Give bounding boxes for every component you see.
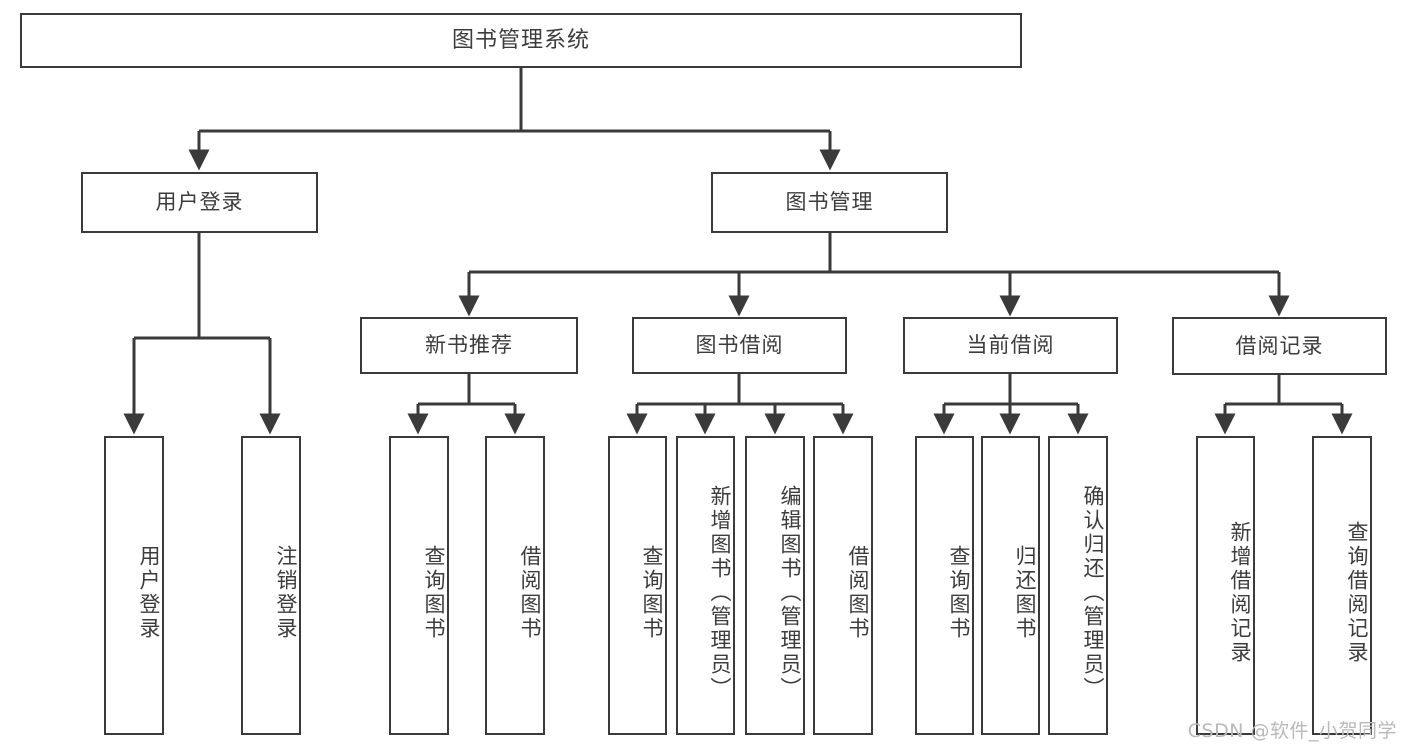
leaf-book-borrow-query-book[interactable]: 查询图书 — [608, 436, 667, 735]
node-book-management[interactable]: 图书管理 — [711, 172, 948, 233]
leaf-label: 新增借阅记录 — [1228, 520, 1252, 665]
node-book-borrow[interactable]: 图书借阅 — [632, 317, 847, 374]
leaf-borrow-record-query-record[interactable]: 查询借阅记录 — [1312, 436, 1372, 735]
node-user-login[interactable]: 用户登录 — [81, 172, 318, 233]
leaf-label: 借阅图书 — [518, 544, 542, 641]
node-label: 图书管理系统 — [451, 27, 590, 53]
leaf-label: 借阅图书 — [846, 544, 870, 641]
node-label: 用户登录 — [155, 190, 244, 215]
node-label: 当前借阅 — [966, 333, 1055, 358]
watermark: CSDN @软件_小贺同学 — [1187, 720, 1397, 742]
leaf-book-borrow-edit-book[interactable]: 编辑图书（管理员） — [745, 436, 805, 735]
leaf-current-borrow-query-book[interactable]: 查询图书 — [915, 436, 974, 735]
leaf-user-login-login[interactable]: 用户登录 — [104, 436, 164, 735]
leaf-label: 确认归还（管理员） — [1081, 484, 1105, 701]
node-root-system[interactable]: 图书管理系统 — [20, 13, 1022, 68]
leaf-label: 用户登录 — [137, 544, 161, 641]
node-label: 图书管理 — [785, 190, 874, 215]
leaf-label: 编辑图书（管理员） — [778, 484, 802, 701]
leaf-new-book-borrow-book[interactable]: 借阅图书 — [485, 436, 545, 735]
node-label: 借阅记录 — [1235, 333, 1324, 358]
node-label: 新书推荐 — [425, 333, 513, 358]
leaf-label: 注销登录 — [274, 544, 298, 641]
node-new-book-recommend[interactable]: 新书推荐 — [360, 317, 578, 374]
leaf-label: 查询图书 — [947, 544, 971, 641]
leaf-book-borrow-add-book[interactable]: 新增图书（管理员） — [676, 436, 735, 735]
leaf-new-book-query-book[interactable]: 查询图书 — [389, 436, 449, 735]
node-label: 图书借阅 — [695, 333, 784, 358]
leaf-user-login-logout[interactable]: 注销登录 — [241, 436, 301, 735]
node-borrow-record[interactable]: 借阅记录 — [1172, 317, 1387, 375]
leaf-current-borrow-confirm-return[interactable]: 确认归还（管理员） — [1048, 436, 1108, 735]
leaf-label: 查询图书 — [422, 544, 446, 641]
leaf-label: 查询图书 — [640, 544, 664, 641]
node-current-borrow[interactable]: 当前借阅 — [903, 317, 1118, 374]
leaf-book-borrow-borrow-book[interactable]: 借阅图书 — [813, 436, 873, 735]
leaf-label: 归还图书 — [1013, 544, 1037, 641]
leaf-current-borrow-return-book[interactable]: 归还图书 — [981, 436, 1040, 735]
leaf-label: 查询借阅记录 — [1345, 520, 1369, 665]
leaf-borrow-record-add-record[interactable]: 新增借阅记录 — [1196, 436, 1255, 735]
leaf-label: 新增图书（管理员） — [708, 484, 732, 701]
